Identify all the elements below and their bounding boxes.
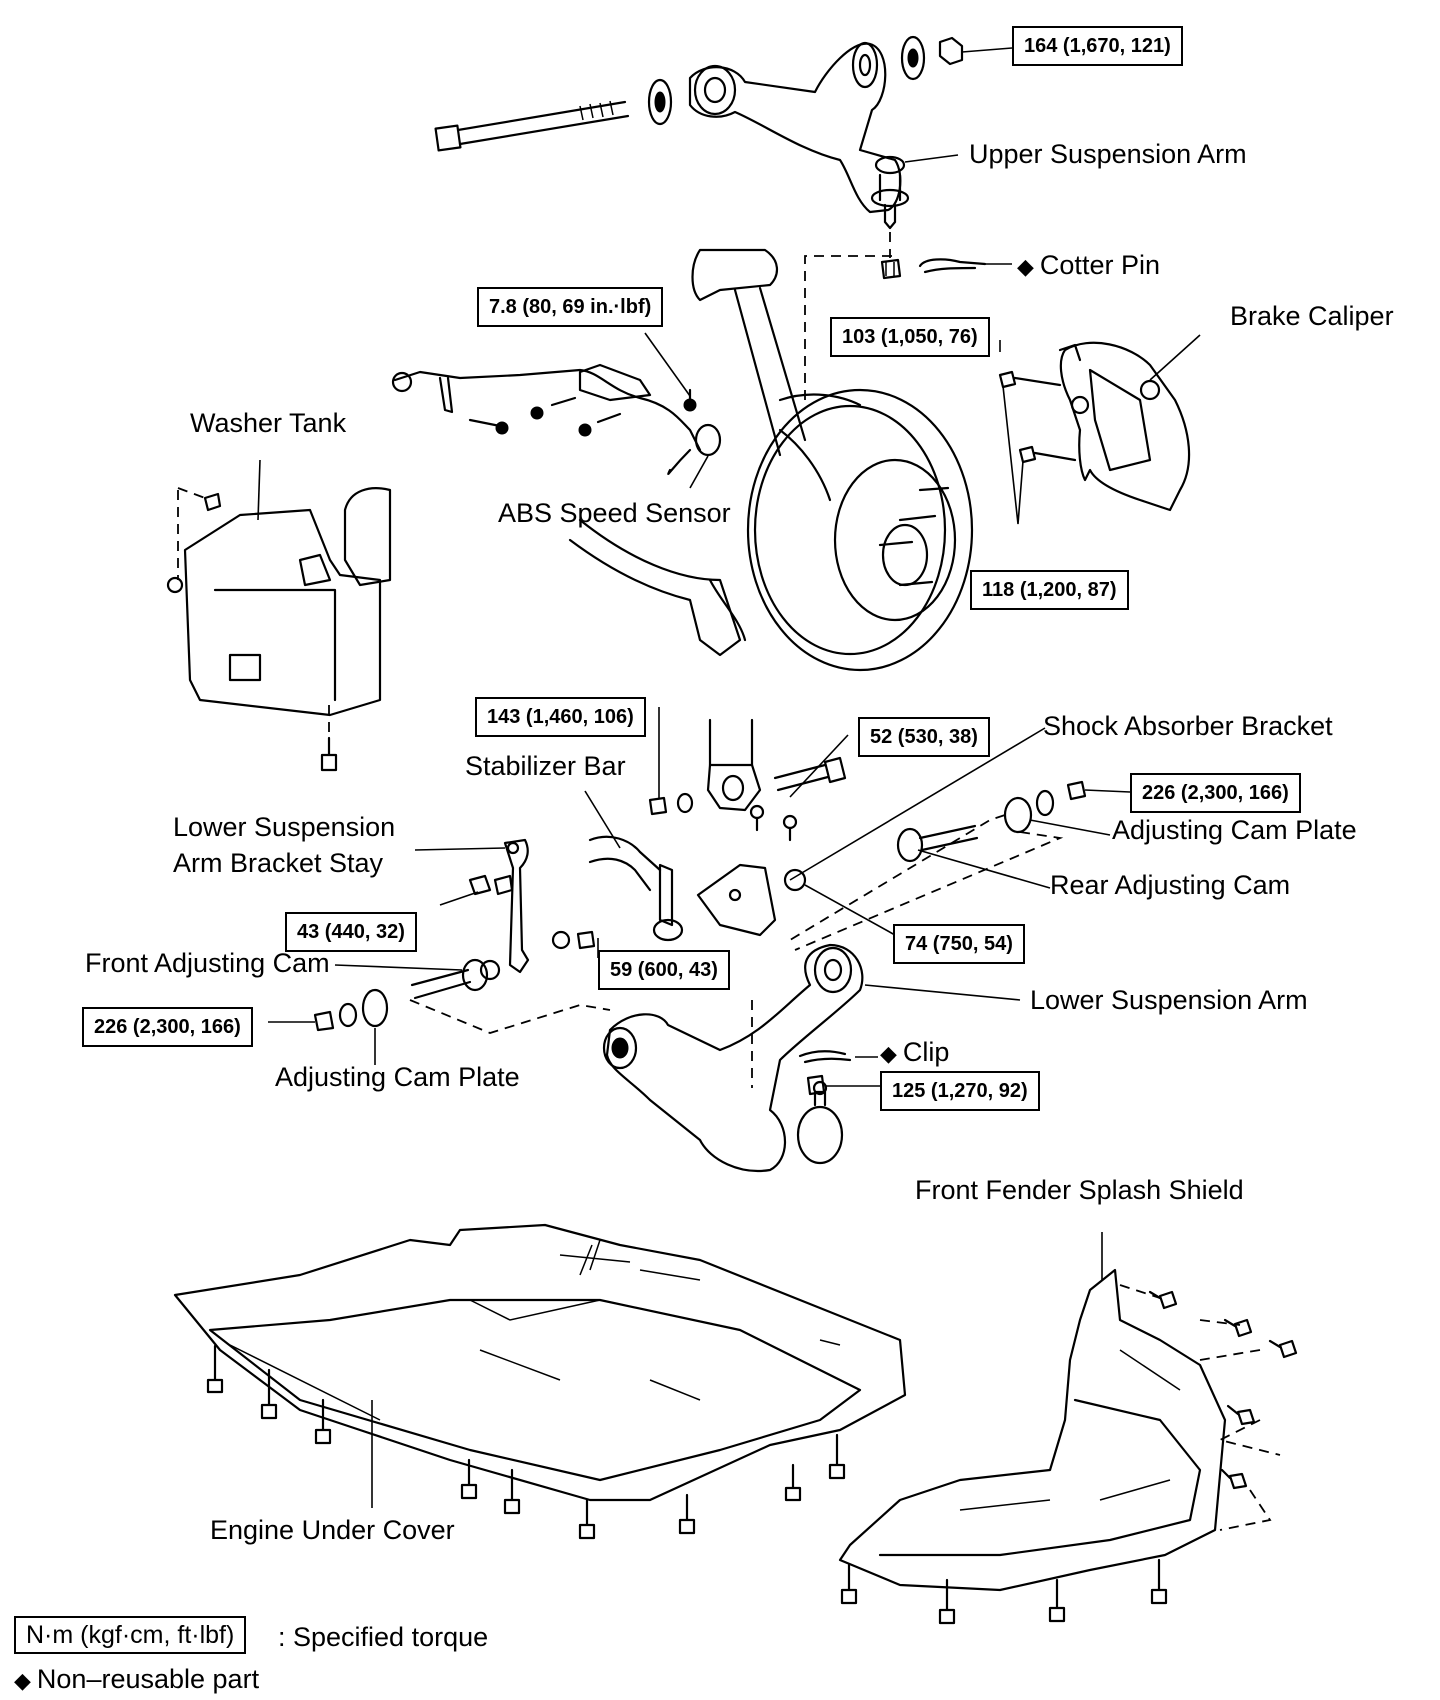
lower-suspension-arm <box>602 943 1021 1173</box>
abs-speed-sensor <box>391 363 722 476</box>
non-reusable-diamond-icon: ◆ <box>1017 254 1034 279</box>
torque-front-cam-nut: 226 (2,300, 166) <box>82 1007 253 1047</box>
torque-rear-cam-nut: 226 (2,300, 166) <box>1130 773 1301 813</box>
torque-lower-ball-joint-nut: 125 (1,270, 92) <box>880 1071 1040 1111</box>
clip <box>798 1050 878 1064</box>
upper-arm-washer-front <box>647 78 673 126</box>
shock-absorber-bracket <box>696 863 777 937</box>
front-adjusting-cam <box>334 958 501 1000</box>
lower-ball-joint-nut <box>806 1074 880 1096</box>
label-shock-absorber-bracket: Shock Absorber Bracket <box>1043 711 1333 741</box>
label-front-adjusting-cam: Front Adjusting Cam <box>85 948 330 978</box>
stab-label-leader <box>584 790 621 849</box>
torque-upper-arm-nut: 164 (1,670, 121) <box>1012 26 1183 66</box>
shock-bracket-leader <box>789 727 1046 881</box>
bracket-stay <box>414 838 530 974</box>
front-fender-splash-shield <box>838 1232 1227 1592</box>
torque-caliper-bolts: 118 (1,200, 87) <box>970 570 1129 610</box>
legend-unit-box: N·m (kgf·cm, ft·lbf) <box>14 1616 247 1654</box>
cotter-pin <box>918 258 1012 274</box>
shock-bolt-leader <box>789 734 849 798</box>
label-adjusting-cam-plate-left: Adjusting Cam Plate <box>275 1062 520 1092</box>
label-brake-caliper: Brake Caliper <box>1230 301 1394 331</box>
upper-suspension-arm <box>688 41 910 230</box>
label-clip: ◆Clip <box>880 1037 949 1069</box>
abs-torque-leader <box>644 332 691 397</box>
stabilizer-bar <box>588 835 684 942</box>
abs-sensor-bolts <box>468 388 697 437</box>
legend-non-reusable: ◆Non–reusable part <box>14 1664 259 1696</box>
label-stabilizer-bar: Stabilizer Bar <box>465 751 626 781</box>
non-reusable-diamond-icon: ◆ <box>14 1668 31 1693</box>
label-cotter-pin-text: Cotter Pin <box>1039 250 1160 280</box>
abs-label-leader <box>689 455 709 489</box>
legend-unit-text: : Specified torque <box>278 1622 489 1652</box>
upper-arm-washer-rear <box>900 35 926 81</box>
upper-arm-nut <box>938 36 1013 66</box>
torque-upper-ball-joint-nut: 103 (1,050, 76) <box>830 317 990 357</box>
caliper-bolts <box>998 370 1077 525</box>
splash-shield-bolts <box>840 1284 1298 1625</box>
torque-stabilizer-link-lower-nut: 59 (600, 43) <box>598 950 730 990</box>
label-cotter-pin: ◆Cotter Pin <box>1017 250 1160 282</box>
label-adjusting-cam-plate-right: Adjusting Cam Plate <box>1112 815 1357 845</box>
torque-shock-bracket-nut: 74 (750, 54) <box>893 924 1025 964</box>
brake-disc <box>746 388 974 672</box>
label-upper-suspension-arm: Upper Suspension Arm <box>969 139 1247 169</box>
label-bracket-stay-line2: Arm Bracket Stay <box>173 848 384 878</box>
shock-absorber <box>706 718 762 812</box>
brake-caliper <box>1058 334 1201 512</box>
upper-ball-joint-line <box>804 232 892 400</box>
upper-arm-leader <box>904 154 959 163</box>
shock-nut-leader <box>804 884 896 936</box>
engine-under-cover <box>173 1223 907 1502</box>
torque-abs-sensor-bolt: 7.8 (80, 69 in.·lbf) <box>477 287 664 327</box>
small-bolts <box>749 804 807 892</box>
torque-shock-bracket-bolt: 52 (530, 38) <box>858 717 990 757</box>
label-abs-speed-sensor: ABS Speed Sensor <box>498 498 731 528</box>
label-engine-under-cover: Engine Under Cover <box>210 1515 455 1545</box>
legend-non-reusable-text: Non–reusable part <box>36 1664 260 1694</box>
non-reusable-diamond-icon: ◆ <box>880 1041 897 1066</box>
label-front-fender-splash-shield: Front Fender Splash Shield <box>915 1175 1244 1205</box>
upper-arm-bolt <box>434 100 630 152</box>
steering-knuckle <box>568 393 862 657</box>
label-lower-suspension-arm: Lower Suspension Arm <box>1030 985 1308 1015</box>
rear-adjusting-cam <box>896 824 1051 889</box>
label-clip-text: Clip <box>902 1037 950 1067</box>
washer-tank-bolts <box>177 487 338 772</box>
label-bracket-stay-line1: Lower Suspension <box>173 812 396 842</box>
label-washer-tank: Washer Tank <box>190 408 347 438</box>
shock-bracket-bolt <box>773 756 847 792</box>
upper-ball-joint-nut <box>880 258 902 280</box>
label-rear-adjusting-cam: Rear Adjusting Cam <box>1050 870 1291 900</box>
engine-under-cover-bolts <box>206 1344 846 1540</box>
adjusting-cam-plate-right <box>789 780 1131 951</box>
stabilizer-link-nuts <box>551 792 694 950</box>
torque-bracket-stay-bolts: 43 (440, 32) <box>285 912 417 952</box>
washer-tank <box>166 459 392 717</box>
adjusting-cam-plate-left <box>268 988 611 1065</box>
torque-stabilizer-link-upper-nut: 143 (1,460, 106) <box>475 697 646 737</box>
